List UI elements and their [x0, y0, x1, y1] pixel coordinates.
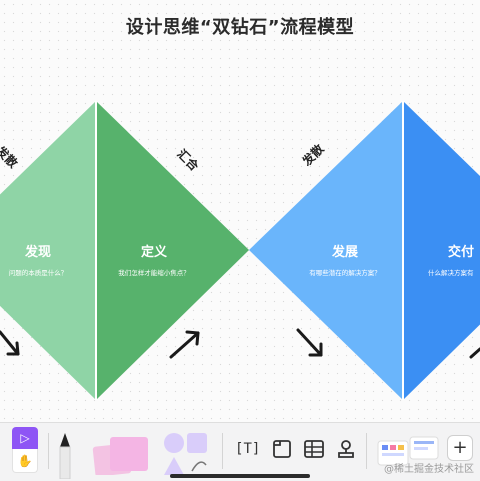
pen-icon[interactable] [58, 433, 72, 479]
add-button[interactable]: + [447, 435, 473, 461]
diagram-title: 设计思维“双钻石”流程模型 [125, 17, 355, 38]
deliver-subtitle: 什么解决方案有 [428, 268, 474, 277]
define-region[interactable] [96, 101, 249, 400]
table-icon[interactable] [302, 437, 326, 461]
deliver-region[interactable] [403, 101, 480, 400]
diverge-label-1: 发散 [0, 142, 22, 171]
text-icon[interactable]: [T] [235, 441, 261, 457]
shapes-icon[interactable] [162, 431, 212, 475]
define-subtitle: 我们怎样才能缩小焦点？ [118, 268, 190, 277]
double-diamond-diagram: 发现 问题的本质是什么？ 定义 我们怎样才能缩小焦点？ 发展 有哪些潜在的解决方… [0, 101, 480, 400]
toolbar-divider [366, 433, 367, 469]
diverge-label-2: 发散 [298, 140, 327, 169]
stamp-icon[interactable] [334, 437, 358, 461]
discover-subtitle: 问题的本质是什么？ [9, 268, 68, 277]
templates-icon[interactable] [376, 431, 440, 475]
toolbar-divider [48, 433, 49, 469]
arrow-icon [469, 347, 480, 359]
define-title: 定义 [140, 244, 168, 260]
converge-label-1: 汇合 [174, 146, 202, 174]
deliver-title: 交付 [448, 244, 474, 260]
sticky-note-icon[interactable] [92, 431, 154, 475]
develop-subtitle: 有哪些潜在的解决方案？ [309, 268, 381, 277]
arrow-icon [296, 328, 323, 357]
hand-icon[interactable]: ✋ [12, 449, 38, 473]
develop-title: 发展 [331, 244, 359, 260]
toolbar-divider [222, 433, 223, 469]
discover-title: 发现 [24, 244, 51, 260]
frame-icon[interactable] [270, 437, 294, 461]
arrow-icon [169, 330, 200, 359]
bottom-toolbar: ▷ ✋ [T] + @稀土掘金技 [0, 422, 480, 481]
develop-region[interactable] [249, 101, 403, 400]
watermark: @稀土掘金技术社区 [384, 464, 474, 475]
discover-region[interactable] [0, 101, 96, 400]
home-indicator [170, 474, 310, 478]
arrow-icon [0, 330, 20, 356]
pointer-icon[interactable]: ▷ [12, 427, 38, 449]
